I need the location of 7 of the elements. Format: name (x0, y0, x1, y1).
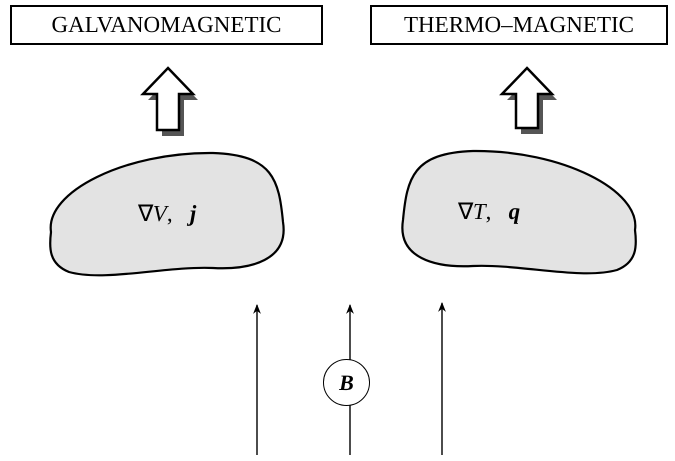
block-arrow (499, 66, 557, 134)
label-box: THERMO–MAGNETIC (370, 5, 668, 45)
label-box: GALVANOMAGNETIC (10, 5, 323, 45)
block-arrow (140, 66, 198, 136)
symbol-circle: B (323, 359, 370, 406)
formula-text: ∇T, q (458, 198, 520, 225)
formula-text: ∇V, j (138, 200, 196, 227)
